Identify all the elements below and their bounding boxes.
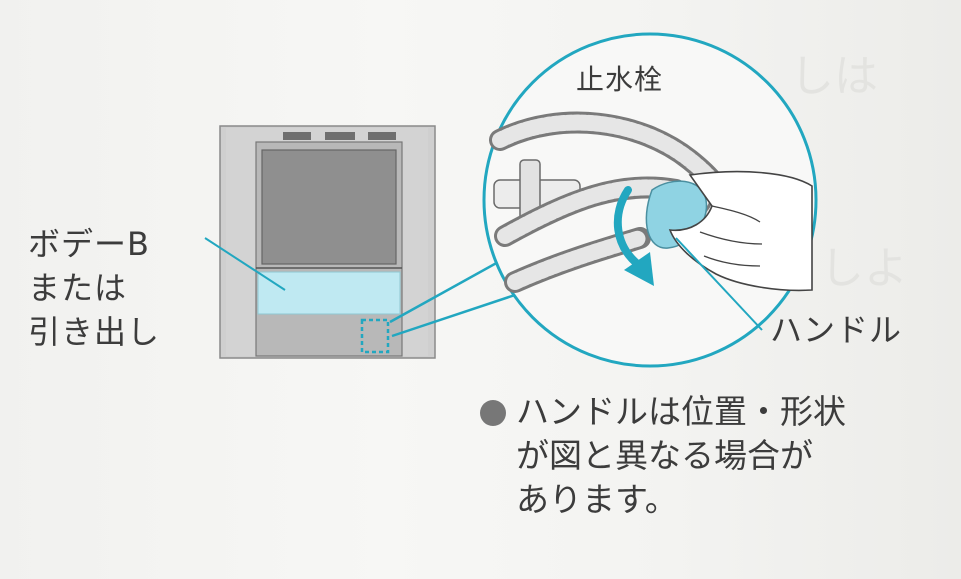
body-b-label-line-2: または (28, 269, 128, 307)
note-text: ハンドルは位置・形状 が図と異なる場合が あります。 (516, 390, 946, 522)
zoom-detail-circle (482, 32, 818, 368)
handle-location-marker (360, 318, 390, 354)
cabinet (219, 125, 436, 359)
show-through-text: しは (790, 51, 878, 102)
handle-leader-line (675, 237, 763, 331)
note-line-1: ハンドルは位置・形状 (516, 392, 846, 431)
body-b-leader-line (204, 237, 286, 291)
note-block: ハンドルは位置・形状 が図と異なる場合が あります。 (476, 390, 946, 522)
body-b-drawer (257, 271, 401, 315)
handle-label: ハンドル (770, 311, 903, 349)
note-line-2: が図と異なる場合が (516, 436, 813, 475)
bullet-icon (480, 400, 506, 426)
show-through-text: しよ (820, 243, 908, 294)
body-b-label-line-3: 引き出し (28, 313, 161, 351)
note-line-3: あります。 (516, 480, 678, 519)
body-b-label-line-1: ボデーB (28, 225, 150, 263)
zoom-line-bottom (391, 286, 537, 338)
shutoff-valve-label: 止水栓 (576, 63, 664, 96)
body-b-label: ボデーB または 引き出し (28, 222, 160, 354)
